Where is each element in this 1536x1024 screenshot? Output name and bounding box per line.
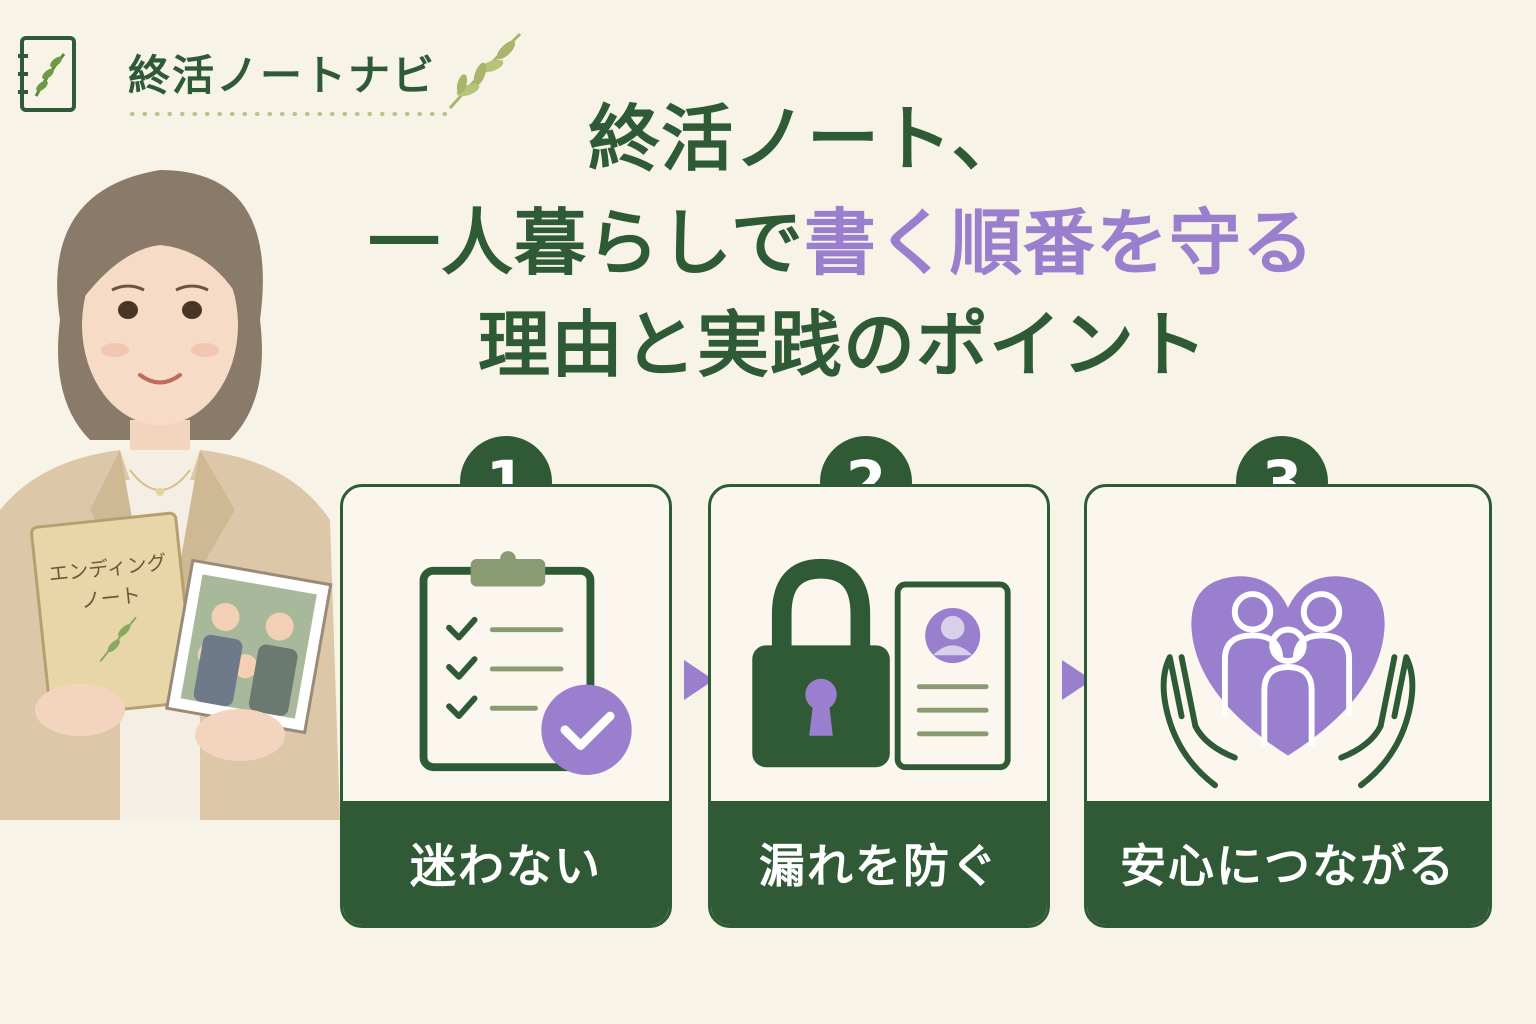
brand-logo: 終活ノートナビ <box>18 34 452 124</box>
step-3-label-bar: 安心につながる <box>1087 801 1489 925</box>
dotted-divider <box>130 112 452 116</box>
brand-name: 終活ノートナビ <box>128 51 437 100</box>
title-line-3: 理由と実践のポイント <box>478 303 1209 387</box>
step-1-label-bar: 迷わない <box>343 801 669 925</box>
woman-illustration: エンディング ノート <box>0 170 340 820</box>
title-line-2-prefix: 一人暮らしで <box>368 201 804 285</box>
step-card-2: 漏れを防ぐ <box>708 484 1050 928</box>
family-heart-hands-icon <box>1160 576 1416 789</box>
title-line-2-accent: 書く順番を守る <box>803 201 1315 285</box>
step-1-label: 迷わない <box>410 839 602 893</box>
step-2-label-bar: 漏れを防ぐ <box>711 801 1047 925</box>
step-card-3: 安心につながる <box>1084 484 1492 928</box>
notebook-leaf-icon <box>18 36 76 112</box>
step-3-label: 安心につながる <box>1120 839 1456 893</box>
title-line-2: 一人暮らしで書く順番を守る <box>368 184 1315 289</box>
step-2-label: 漏れを防ぐ <box>759 839 999 893</box>
checklist-clipboard-icon <box>419 551 632 776</box>
title-line-1: 終活ノート、 <box>588 97 1025 181</box>
lock-and-profile-icon <box>752 558 1011 771</box>
olive-branch-icon <box>448 32 522 109</box>
step-card-1: 迷わない <box>340 484 672 928</box>
